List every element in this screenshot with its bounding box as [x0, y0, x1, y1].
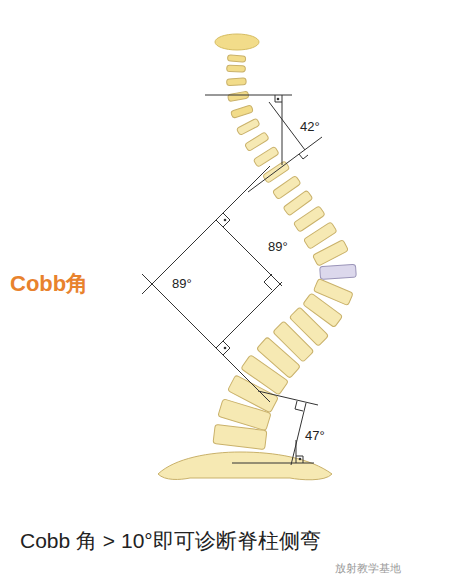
endplate-line	[142, 166, 270, 294]
vertebra	[228, 91, 249, 102]
vertebra	[320, 264, 357, 279]
angle-dot	[277, 98, 280, 101]
vertebra	[226, 78, 246, 86]
angle-dot	[224, 347, 227, 350]
endplate-line	[142, 274, 270, 402]
angle-label: 89°	[268, 239, 288, 255]
watermark: 放射教学基地	[335, 562, 401, 575]
cobb-angle-label: Cobb角	[10, 271, 88, 297]
angle-label: 89°	[172, 276, 192, 292]
perpendicular-line	[216, 282, 282, 348]
pelvis-base	[158, 452, 332, 480]
endplate-line	[258, 391, 318, 405]
perpendicular-line	[282, 95, 283, 165]
right-angle-mark	[275, 95, 282, 102]
endplate-line	[205, 95, 292, 96]
vertebra	[227, 55, 245, 62]
vertebra	[244, 132, 269, 152]
angle-dot	[299, 458, 302, 461]
perpendicular-line	[291, 403, 306, 465]
vertebra	[231, 105, 254, 118]
endplate-line	[232, 463, 314, 464]
vertebra	[213, 424, 267, 449]
caption: Cobb 角 > 10°即可诊断脊柱侧弯	[20, 528, 321, 553]
angle-dot	[224, 219, 227, 222]
right-angle-mark	[299, 154, 308, 159]
endplate-line	[248, 137, 322, 192]
right-angle-mark	[264, 274, 272, 290]
vertebra	[227, 65, 246, 72]
perpendicular-line	[296, 440, 297, 463]
right-angle-mark	[223, 213, 230, 227]
right-angle-mark	[223, 341, 230, 355]
skull-base	[215, 34, 259, 50]
right-angle-mark	[295, 401, 303, 411]
vertebra	[272, 175, 301, 199]
right-angle-mark	[296, 456, 303, 463]
angle-label: 42°	[300, 119, 320, 135]
vertebra	[253, 146, 279, 167]
perpendicular-line	[269, 102, 305, 150]
vertebra	[236, 118, 260, 135]
vertebra	[283, 190, 313, 216]
vertebra	[313, 240, 349, 267]
angle-label: 47°	[305, 428, 325, 444]
